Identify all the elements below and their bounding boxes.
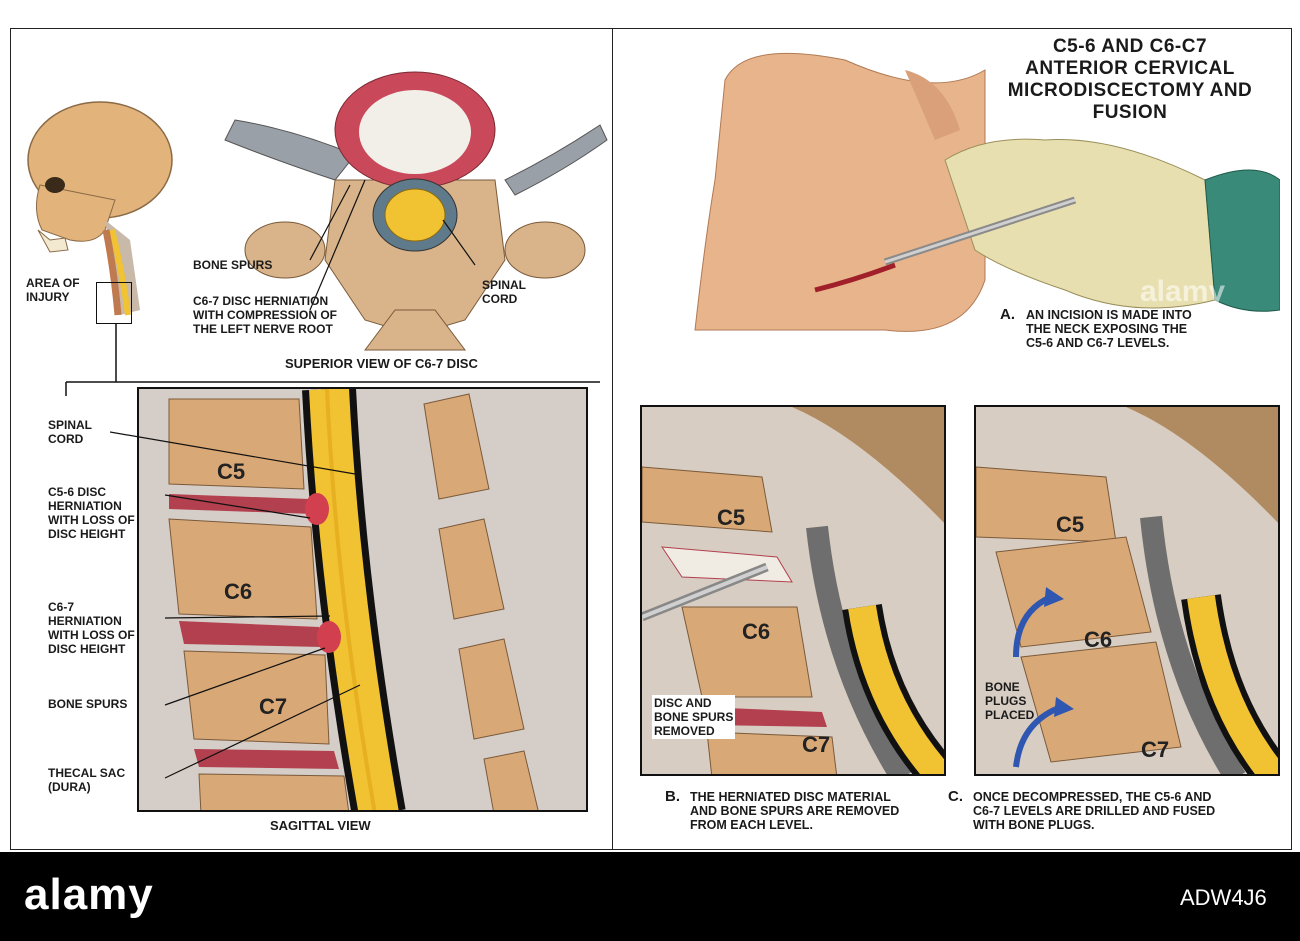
caption-c: C. (948, 788, 963, 805)
panel-c-vertebra-c6: C6 (1084, 627, 1112, 652)
spinal-cord-label-sagittal: SPINAL CORD (48, 418, 93, 446)
sagittal-panel: C5 C6 C7 (137, 387, 588, 812)
caption-b: B. (665, 788, 680, 805)
panel-divider (612, 28, 613, 850)
disc-removal-illustration: C5 C6 C7 (642, 407, 944, 774)
sagittal-view-caption: SAGITTAL VIEW (270, 818, 371, 833)
disc-herniation-label-top: C6-7 DISC HERNIATION WITH COMPRESSION OF… (193, 294, 337, 336)
insertion-arrow-lower (1013, 704, 1063, 768)
vertebra-label-c5: C5 (217, 459, 245, 484)
panel-c-vertebra-c5: C5 (1056, 512, 1084, 537)
panel-c-vertebra-c7: C7 (1141, 737, 1169, 762)
vertebra-bodies (168, 398, 349, 810)
vertebra-label-c6: C6 (224, 579, 252, 604)
vertebra-label-c7: C7 (259, 694, 287, 719)
procedure-title: C5-6 AND C6-C7 ANTERIOR CERVICAL MICRODI… (1007, 36, 1253, 123)
stock-footer-bar (0, 852, 1300, 941)
caption-c-text: ONCE DECOMPRESSED, THE C5-6 AND C6-7 LEV… (973, 790, 1216, 832)
stock-image-id: ADW4J6 (1180, 885, 1267, 910)
spinal-cord-label-top: SPINAL CORD (482, 278, 527, 306)
c56-herniation-label: C5-6 DISC HERNIATION WITH LOSS OF DISC H… (48, 485, 135, 541)
injury-highlight-box (96, 282, 132, 324)
panel-b-vertebra-c5: C5 (717, 505, 745, 530)
bone-spurs-label-top: BONE SPURS (193, 258, 273, 272)
bone-plugs-label: BONE PLUGS PLACED (985, 680, 1035, 722)
sagittal-leader-lines (110, 431, 361, 779)
caption-a-text: AN INCISION IS MADE INTO THE NECK EXPOSI… (1026, 308, 1192, 350)
panel-c-fusion: C5 C6 C7 (974, 405, 1280, 776)
skull-illustration (27, 101, 173, 316)
panel-b-vertebra-c6: C6 (742, 619, 770, 644)
disc-removed-label: DISC AND BONE SPURS REMOVED (652, 695, 736, 739)
thecal-sac-label: THECAL SAC (DURA) (48, 766, 126, 794)
superior-view-caption: SUPERIOR VIEW OF C6-7 DISC (285, 356, 478, 371)
sagittal-spine-illustration: C5 C6 C7 (139, 389, 586, 810)
bone-plug-fusion-illustration: C5 C6 C7 (976, 407, 1278, 774)
neck-incision-illustration (694, 52, 1280, 332)
panel-b-vertebra-c7: C7 (802, 732, 830, 757)
stock-logo: alamy (24, 870, 154, 919)
c67-herniation-label: C6-7 HERNIATION WITH LOSS OF DISC HEIGHT (48, 600, 135, 656)
bone-spurs-label-sagittal: BONE SPURS (48, 697, 128, 711)
superior-view-vertebra (224, 71, 608, 351)
caption-a: A. (1000, 306, 1015, 323)
area-of-injury-label: AREA OF INJURY (26, 276, 80, 304)
watermark-text: alamy (1140, 275, 1226, 308)
panel-b-removal: C5 C6 C7 (640, 405, 946, 776)
caption-b-text: THE HERNIATED DISC MATERIAL AND BONE SPU… (690, 790, 900, 832)
zoom-connector (65, 324, 600, 400)
